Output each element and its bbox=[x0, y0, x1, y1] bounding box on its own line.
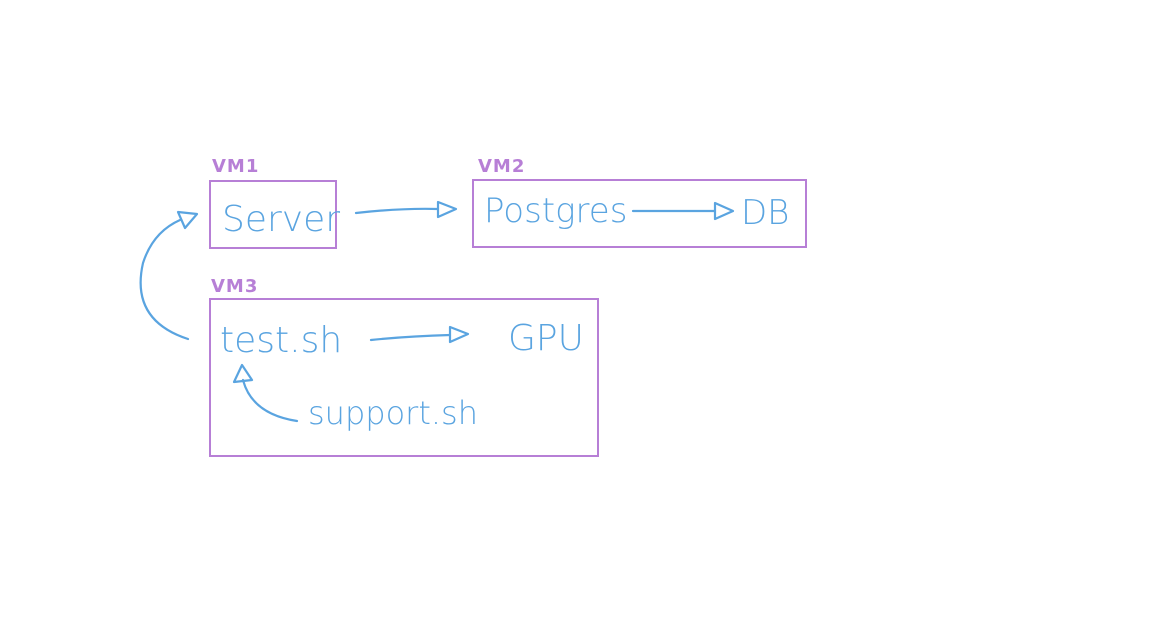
vm3-label: VM3 bbox=[211, 276, 258, 297]
edge-postgres-to-db-head bbox=[713, 201, 735, 221]
edge-support-sh-to-test-sh bbox=[232, 363, 299, 423]
test-sh-node: test.sh bbox=[220, 320, 342, 361]
edge-support-sh-to-test-sh-head bbox=[232, 363, 254, 384]
edge-test-sh-to-gpu-head bbox=[448, 325, 470, 344]
vm3-box bbox=[209, 298, 599, 457]
edge-server-to-postgres-head bbox=[436, 200, 458, 219]
edge-test-sh-to-gpu bbox=[369, 325, 470, 344]
edge-server-to-postgres-line bbox=[354, 207, 440, 215]
vm1-label: VM1 bbox=[212, 156, 259, 177]
vm3-group: VM3 test.sh GPU support.sh bbox=[209, 276, 599, 457]
vm1-box bbox=[209, 180, 337, 249]
edge-support-sh-to-test-sh-line bbox=[241, 378, 299, 423]
support-sh-node: support.sh bbox=[308, 394, 478, 432]
server-node: Server bbox=[222, 199, 340, 240]
edge-test-sh-to-gpu-line bbox=[369, 333, 452, 342]
vm2-box bbox=[472, 179, 807, 248]
vm2-group: VM2 Postgres DB bbox=[472, 156, 807, 248]
gpu-node: GPU bbox=[508, 318, 584, 359]
vm2-label: VM2 bbox=[478, 156, 525, 177]
edge-test-sh-to-server-head bbox=[176, 210, 199, 230]
vm1-group: VM1 Server bbox=[209, 156, 340, 249]
edge-test-sh-to-server-line bbox=[139, 218, 190, 341]
postgres-node: Postgres bbox=[484, 191, 627, 231]
edge-postgres-to-db bbox=[631, 201, 735, 221]
edge-server-to-postgres bbox=[354, 200, 458, 219]
edge-test-sh-to-server bbox=[139, 210, 199, 341]
db-node: DB bbox=[741, 193, 789, 233]
